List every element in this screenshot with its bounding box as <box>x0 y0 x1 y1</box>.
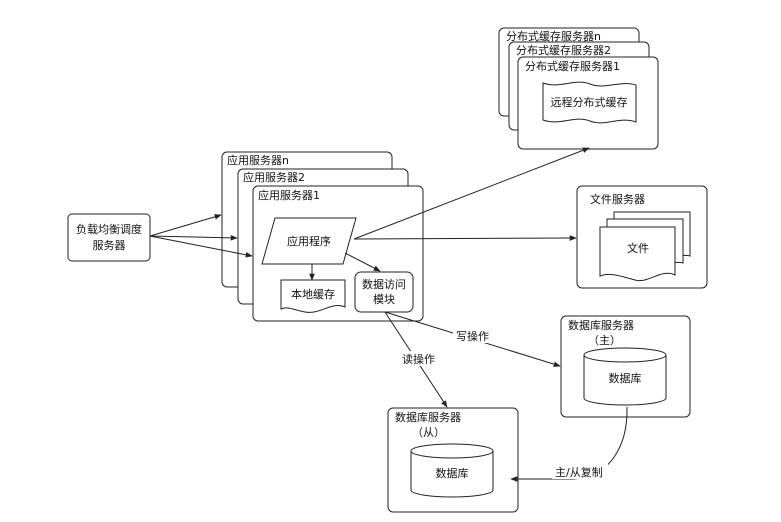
app-program-node: 应用程序 <box>261 217 357 265</box>
db-master-db-label: 数据库 <box>609 371 642 385</box>
local-cache-node: 本地缓存 <box>280 279 346 313</box>
db-slave-title: 数据库服务器 <box>395 410 461 424</box>
cache-server-stack: 分布式缓存服务器n 分布式缓存服务器2 分布式缓存服务器1 远程分布式缓存 <box>498 27 659 150</box>
arrow-lb-to-app-1 <box>149 235 253 258</box>
edge-labels: 写操作 读操作 主/从复制 <box>399 328 608 479</box>
db-slave-db-label: 数据库 <box>436 466 469 480</box>
remote-cache-label: 远程分布式缓存 <box>551 95 628 109</box>
db-slave-role: （从） <box>412 426 445 439</box>
app-server-1-label: 应用服务器1 <box>258 188 320 202</box>
replication-label: 主/从复制 <box>555 465 603 479</box>
read-label: 读操作 <box>402 352 435 366</box>
data-access-node: 数据访问 模块 <box>354 271 414 313</box>
load-balancer-label-2: 服务器 <box>93 239 126 252</box>
load-balancer-label-1: 负载均衡调度 <box>76 222 142 236</box>
data-access-label-2: 模块 <box>373 293 395 306</box>
file-label: 文件 <box>627 241 649 255</box>
write-label: 写操作 <box>456 329 489 343</box>
cache-server-n-label: 分布式缓存服务器n <box>506 29 601 43</box>
load-balancer-node: 负载均衡调度 服务器 <box>67 213 151 262</box>
app-program-label: 应用程序 <box>287 234 331 248</box>
arrow-app-to-data-access <box>344 252 381 272</box>
arrow-lb-to-app-2 <box>149 235 238 241</box>
app-server-n-label: 应用服务器n <box>227 153 289 167</box>
arrow-lb-to-app-n <box>149 214 222 237</box>
db-master-node: 数据库服务器 （主） 数据库 <box>560 315 691 418</box>
db-master-role: （主） <box>588 334 621 347</box>
app-server-2-label: 应用服务器2 <box>243 170 305 184</box>
cache-server-2-label: 分布式缓存服务器2 <box>516 43 611 57</box>
db-slave-node: 数据库服务器 （从） 数据库 <box>387 407 519 513</box>
arrow-app-to-cache <box>353 147 590 240</box>
db-slave-cylinder <box>410 443 494 498</box>
local-cache-label: 本地缓存 <box>291 287 335 301</box>
file-doc-front <box>599 226 676 282</box>
file-server-node: 文件服务器 文件 <box>576 185 708 289</box>
file-server-label: 文件服务器 <box>590 192 645 206</box>
cache-server-1-label: 分布式缓存服务器1 <box>525 59 620 73</box>
remote-cache-node: 远程分布式缓存 <box>542 81 637 124</box>
data-access-label-1: 数据访问 <box>362 277 406 291</box>
arrow-app-to-file <box>353 235 577 241</box>
db-master-cylinder <box>583 347 667 406</box>
db-master-title: 数据库服务器 <box>568 318 634 332</box>
